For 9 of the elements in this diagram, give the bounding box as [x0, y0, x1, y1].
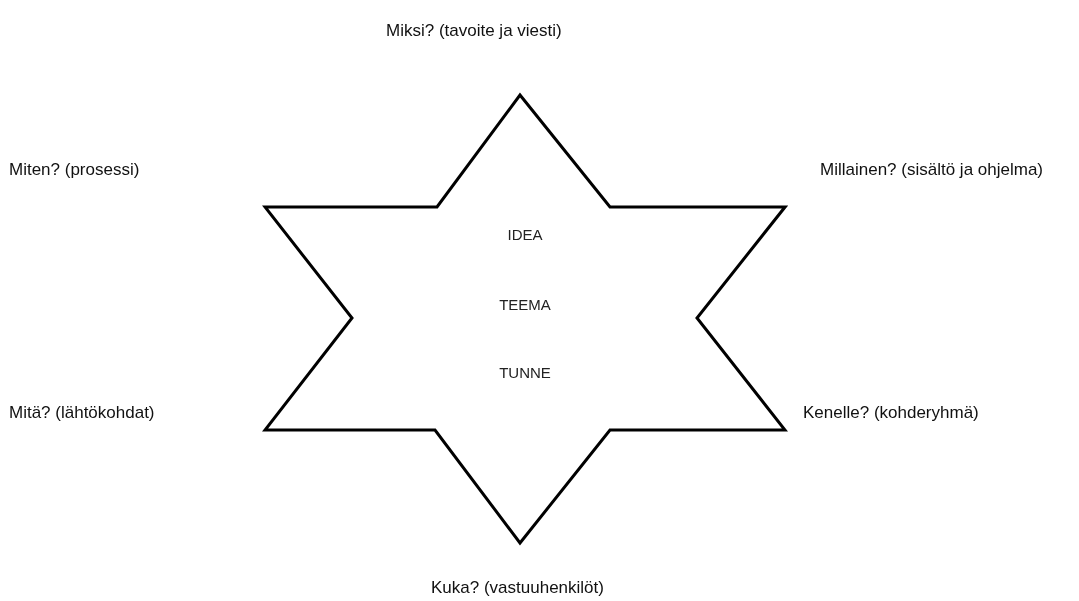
question-label: Kenelle? (kohderyhmä) [803, 403, 979, 423]
question-label: Miksi? (tavoite ja viesti) [386, 21, 562, 41]
star-text: IDEA [506, 226, 544, 243]
question-label: Millainen? (sisältö ja ohjelma) [819, 159, 1043, 181]
star-text: TUNNE [498, 364, 552, 381]
star-text: TEEMA [498, 296, 552, 313]
question-label: Miten? (prosessi) [9, 160, 140, 180]
question-label: Kuka? (vastuuhenkilöt) [431, 578, 604, 598]
question-label: Mitä? (lähtökohdat) [9, 403, 155, 423]
